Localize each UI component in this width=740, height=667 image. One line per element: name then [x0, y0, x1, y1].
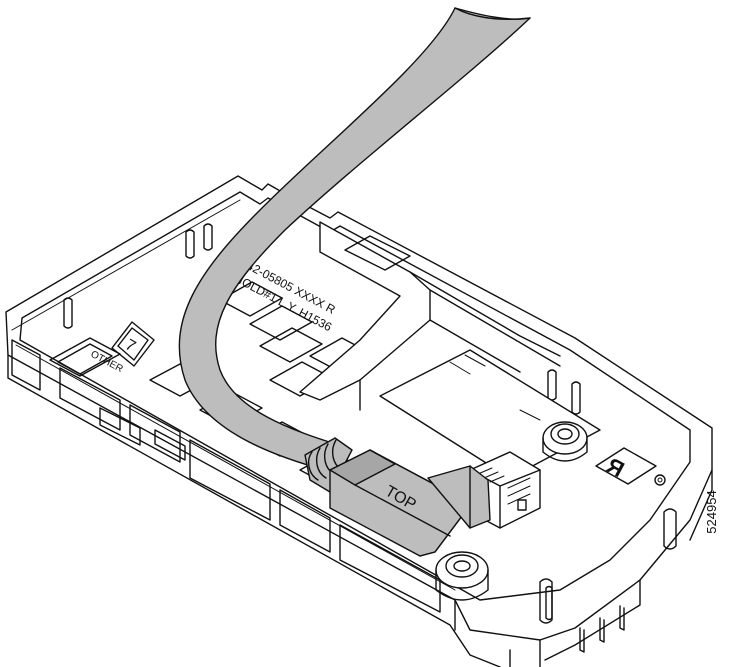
cable [178, 7, 531, 471]
rim-clip-slots [63, 223, 677, 624]
bottom-pins [509, 605, 625, 667]
inner-ramp [299, 221, 561, 411]
tray-body [5, 175, 713, 667]
screw-boss-front [435, 551, 489, 601]
figure-id: 524954 [704, 490, 719, 534]
plug: TOP [329, 449, 491, 557]
front-face-windows [11, 339, 441, 613]
screw-boss-rear [542, 421, 588, 462]
